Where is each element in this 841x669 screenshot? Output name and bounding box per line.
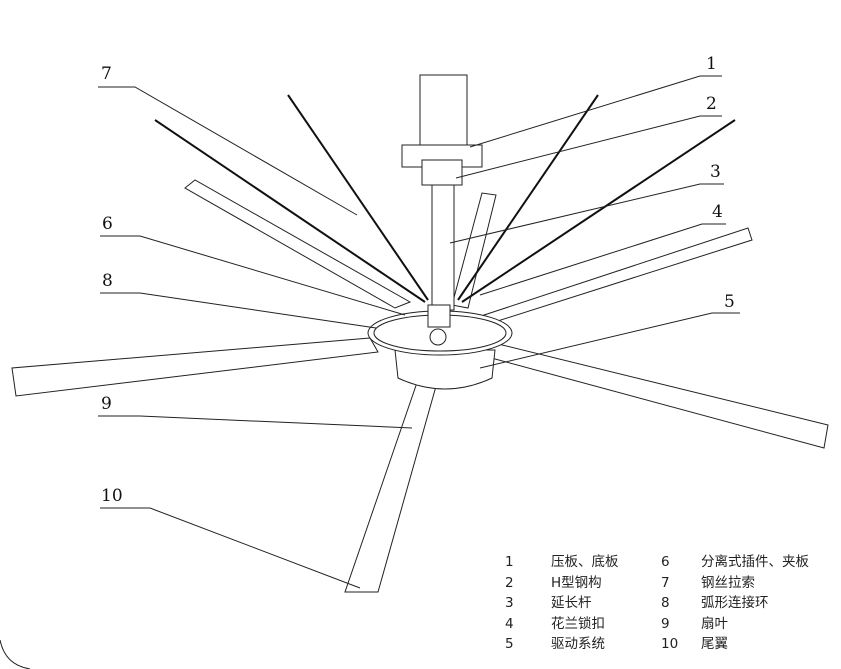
callout-10: 10 (101, 486, 123, 506)
callout-1: 1 (706, 54, 717, 74)
legend-text: H型钢构 (551, 574, 602, 591)
blade-upper-left (184, 179, 412, 309)
steel-cables (154, 94, 736, 303)
callout-2: 2 (706, 94, 717, 114)
callout-8: 8 (102, 271, 113, 291)
frame-corner (0, 639, 31, 669)
legend-row: 4 花兰锁扣 9 扇叶 (505, 614, 809, 635)
legend-num: 8 (661, 595, 670, 611)
legend-text: 钢丝拉索 (701, 574, 755, 591)
callout-6: 6 (102, 214, 113, 234)
legend-text: 花兰锁扣 (551, 615, 605, 632)
blade-right (483, 341, 829, 449)
callout-7: 7 (101, 64, 112, 84)
legend-num: 3 (505, 595, 514, 611)
callout-5: 5 (724, 292, 735, 312)
legend-text: 分离式插件、夹板 (701, 554, 809, 570)
blade-upper-right (474, 227, 753, 327)
legend-num: 2 (505, 574, 514, 591)
legend-num: 5 (505, 636, 514, 652)
callout-9: 9 (101, 394, 112, 414)
blade-upper-center (451, 192, 497, 309)
legend-row: 5 驱动系统 10 尾翼 (505, 634, 809, 655)
legend-num: 4 (505, 615, 514, 632)
legend-row: 3 延长杆 8 弧形连接环 (505, 593, 809, 614)
parts-legend: 1 压板、底板 6 分离式插件、夹板 2 H型钢构 7 钢丝拉索 3 延长杆 8 弧形连接环 4 花… (505, 552, 809, 655)
legend-text: 压板、底板 (551, 554, 619, 570)
drive-system (367, 310, 513, 390)
blades (11, 179, 829, 593)
callout-3: 3 (710, 162, 721, 182)
legend-num: 10 (661, 636, 679, 652)
legend-num: 7 (661, 574, 670, 591)
legend-num: 6 (661, 554, 670, 570)
legend-num: 9 (661, 615, 670, 632)
legend-row: 2 H型钢构 7 钢丝拉索 (505, 573, 809, 594)
legend-text: 延长杆 (551, 595, 592, 611)
legend-text: 尾翼 (701, 636, 728, 652)
legend-text: 扇叶 (701, 615, 728, 632)
mast (401, 74, 483, 328)
legend-text: 驱动系统 (551, 636, 605, 652)
legend-num: 1 (505, 554, 514, 570)
legend-row: 1 压板、底板 6 分离式插件、夹板 (505, 552, 809, 573)
blade-bottom (344, 367, 441, 593)
legend-text: 弧形连接环 (701, 595, 769, 611)
callout-4: 4 (712, 202, 723, 222)
leader-lines (98, 75, 740, 589)
blade-left (11, 337, 379, 397)
